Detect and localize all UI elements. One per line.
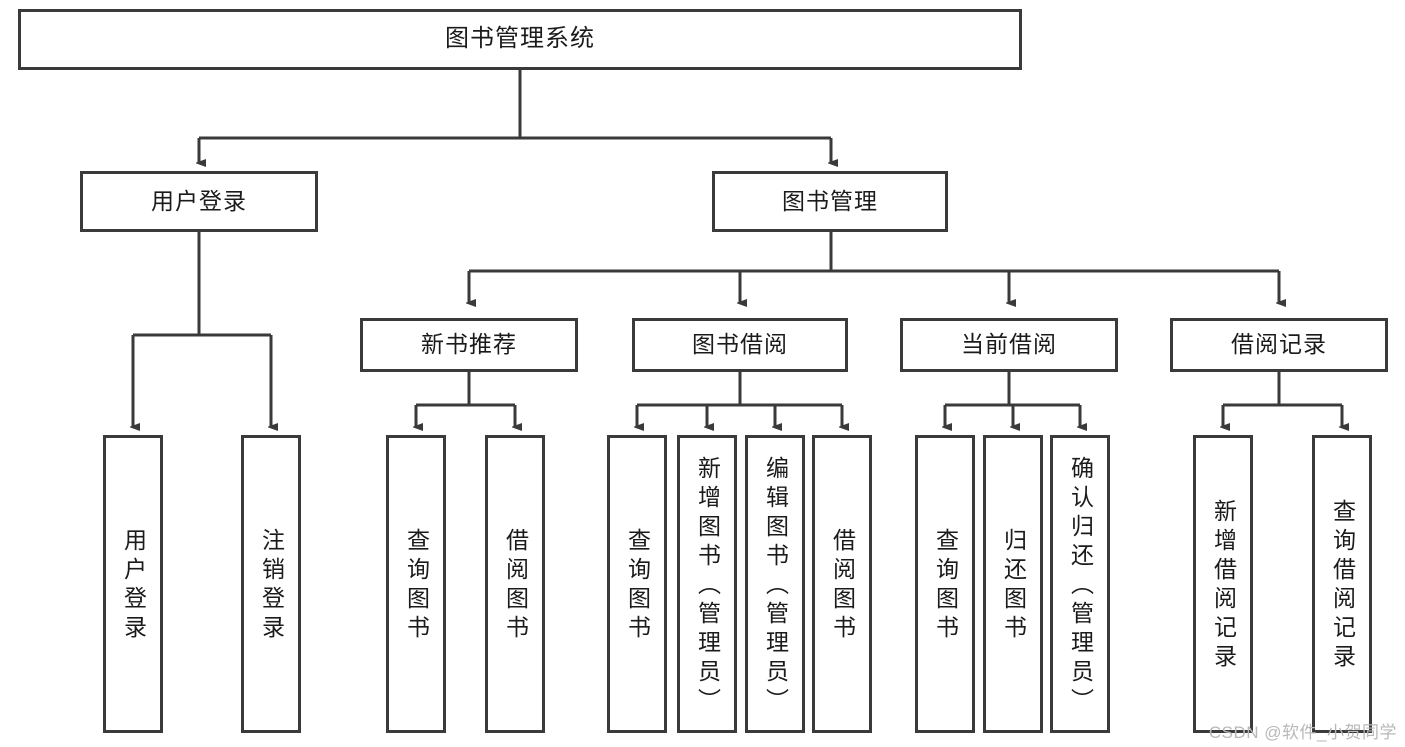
leaf-query-book-recommend[interactable]: 查询图书 xyxy=(386,435,446,733)
node-current-borrow[interactable]: 当前借阅 xyxy=(900,318,1118,372)
leaf-logout[interactable]: 注销登录 xyxy=(241,435,301,733)
leaf-add-borrow-record[interactable]: 新增借阅记录 xyxy=(1193,435,1253,733)
node-user-login[interactable]: 用户登录 xyxy=(80,171,318,232)
leaf-edit-book-admin[interactable]: 编辑图书（管理员） xyxy=(745,435,805,733)
leaf-confirm-return-admin[interactable]: 确认归还（管理员） xyxy=(1050,435,1110,733)
leaf-return-book[interactable]: 归还图书 xyxy=(983,435,1043,733)
node-new-book-recommend[interactable]: 新书推荐 xyxy=(360,318,578,372)
leaf-borrow-book-recommend[interactable]: 借阅图书 xyxy=(485,435,545,733)
leaf-query-borrow-record[interactable]: 查询借阅记录 xyxy=(1312,435,1372,733)
csdn-watermark: CSDN @软件_小贺同学 xyxy=(1208,723,1397,742)
leaf-add-book-admin[interactable]: 新增图书（管理员） xyxy=(677,435,737,733)
leaf-user-login[interactable]: 用户登录 xyxy=(103,435,163,733)
leaf-borrow-book[interactable]: 借阅图书 xyxy=(812,435,872,733)
leaf-query-book-borrow[interactable]: 查询图书 xyxy=(607,435,667,733)
node-book-borrow[interactable]: 图书借阅 xyxy=(632,318,848,372)
node-root-system[interactable]: 图书管理系统 xyxy=(18,9,1022,70)
node-borrow-record[interactable]: 借阅记录 xyxy=(1170,318,1388,372)
leaf-query-book-current[interactable]: 查询图书 xyxy=(915,435,975,733)
node-book-management[interactable]: 图书管理 xyxy=(712,171,948,232)
